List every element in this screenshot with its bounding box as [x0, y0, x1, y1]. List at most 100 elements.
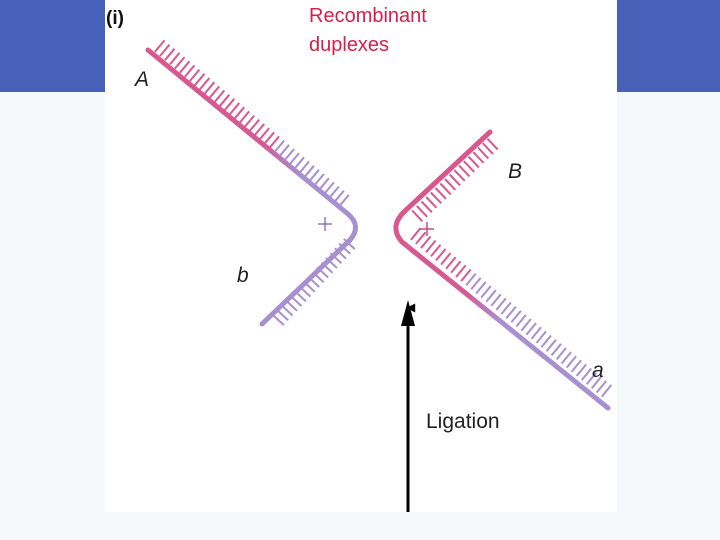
- base-pair-rung: [303, 165, 315, 178]
- base-pair-rung: [530, 326, 542, 340]
- base-pair-rung: [540, 334, 552, 348]
- base-pair-rung: [477, 146, 490, 160]
- end-label-a: a: [592, 359, 604, 382]
- base-pair-rung: [184, 64, 196, 78]
- base-pair-rung: [500, 301, 512, 315]
- base-pair-rung: [415, 231, 427, 245]
- base-pair-rung: [580, 367, 592, 381]
- base-pair-rung: [278, 144, 290, 157]
- base-pair-rung: [164, 48, 176, 61]
- base-pair-rung: [333, 190, 345, 203]
- base-pair-rung: [490, 293, 502, 307]
- accent-band-left: [0, 0, 105, 92]
- base-pair-rung: [285, 299, 298, 312]
- base-pair-rung: [313, 173, 325, 187]
- base-pair-rung: [338, 242, 351, 255]
- base-pair-rung: [303, 280, 316, 293]
- base-pair-rung: [565, 355, 577, 369]
- base-pair-rung: [448, 173, 461, 187]
- base-pair-rung: [298, 285, 312, 298]
- base-pair-rung: [203, 81, 216, 95]
- base-pair-rung: [253, 123, 265, 137]
- end-label-b: b: [237, 264, 249, 287]
- ligation-arrowhead: [401, 300, 415, 326]
- base-pair-rung: [298, 160, 310, 174]
- base-pair-rung: [338, 194, 350, 208]
- base-pair-rung: [434, 187, 447, 200]
- base-pair-rung: [601, 384, 613, 398]
- base-pair-rung: [420, 235, 432, 249]
- accent-band-right: [617, 0, 720, 92]
- base-pair-rung: [288, 152, 300, 166]
- base-pair-rung: [439, 182, 452, 196]
- base-pair-rung: [323, 181, 335, 195]
- base-pair-rung: [179, 60, 191, 74]
- base-pair-rung: [495, 297, 507, 311]
- base-pair-rung: [194, 73, 206, 86]
- figure-title-line1: Recombinant: [309, 5, 427, 27]
- base-pair-rung: [430, 191, 443, 204]
- right-outer-strand: [393, 129, 611, 411]
- base-pair-rung: [575, 363, 587, 377]
- base-pair-rung: [411, 209, 424, 222]
- base-pair-rung: [465, 272, 477, 286]
- base-pair-rung: [276, 309, 289, 322]
- base-pair-rung: [481, 142, 494, 155]
- base-pair-rung: [416, 205, 428, 218]
- base-pair-rung: [472, 151, 485, 164]
- base-pair-rung: [470, 277, 482, 290]
- base-pair-rung: [420, 200, 433, 213]
- right-recombinant-duplex: [393, 129, 613, 411]
- base-pair-rung: [550, 343, 562, 357]
- base-pair-rung: [198, 77, 211, 91]
- base-pair-rung: [268, 135, 280, 149]
- base-pair-rung: [430, 244, 442, 257]
- base-pair-rung: [480, 285, 492, 299]
- base-pair-rung: [455, 264, 467, 278]
- base-pair-rung: [328, 185, 340, 199]
- base-pair-rung: [485, 289, 497, 303]
- base-pair-rung: [458, 164, 471, 178]
- base-pair-rung: [444, 178, 457, 191]
- base-pair-rung: [590, 376, 602, 390]
- base-pair-rung: [445, 256, 457, 270]
- base-pair-rung: [189, 68, 201, 82]
- base-pair-rung: [218, 94, 231, 107]
- left-outer-strand: [145, 47, 358, 327]
- base-pair-rung: [525, 322, 537, 336]
- base-pair-rung: [440, 252, 452, 266]
- base-pair-rung: [560, 351, 572, 365]
- base-pair-rung: [435, 248, 447, 262]
- base-pair-rung: [272, 314, 285, 326]
- base-pair-rung: [535, 330, 547, 344]
- base-pair-rung: [154, 39, 166, 53]
- base-pair-rung: [258, 127, 270, 141]
- base-pair-rung: [329, 252, 343, 265]
- base-pair-rung: [520, 318, 532, 332]
- base-pair-rung: [263, 131, 275, 145]
- base-pair-rung: [248, 119, 260, 132]
- base-pair-rung: [283, 148, 295, 162]
- base-pair-rung: [570, 359, 582, 373]
- base-pair-rung: [294, 290, 307, 303]
- base-pair-rung: [545, 338, 557, 352]
- base-pair-rung: [410, 227, 422, 241]
- base-pair-rung: [174, 56, 186, 70]
- base-pair-rung: [585, 372, 597, 385]
- left-recombinant-duplex: [145, 39, 358, 327]
- base-pair-rung: [460, 268, 472, 282]
- base-pair-rung: [515, 314, 527, 328]
- base-pair-rung: [463, 160, 475, 173]
- base-pair-rung: [505, 305, 517, 319]
- base-pair-rung: [425, 239, 437, 253]
- base-pair-rung: [307, 276, 320, 288]
- end-label-B: B: [508, 160, 522, 183]
- right-crossover-mark: [420, 222, 434, 236]
- left-crossover-mark: [318, 217, 332, 231]
- base-pair-rung: [312, 271, 325, 284]
- base-pair-rung: [555, 347, 567, 361]
- base-pair-rung: [318, 177, 330, 191]
- base-pair-rung: [213, 89, 226, 103]
- base-pair-rung: [289, 295, 303, 307]
